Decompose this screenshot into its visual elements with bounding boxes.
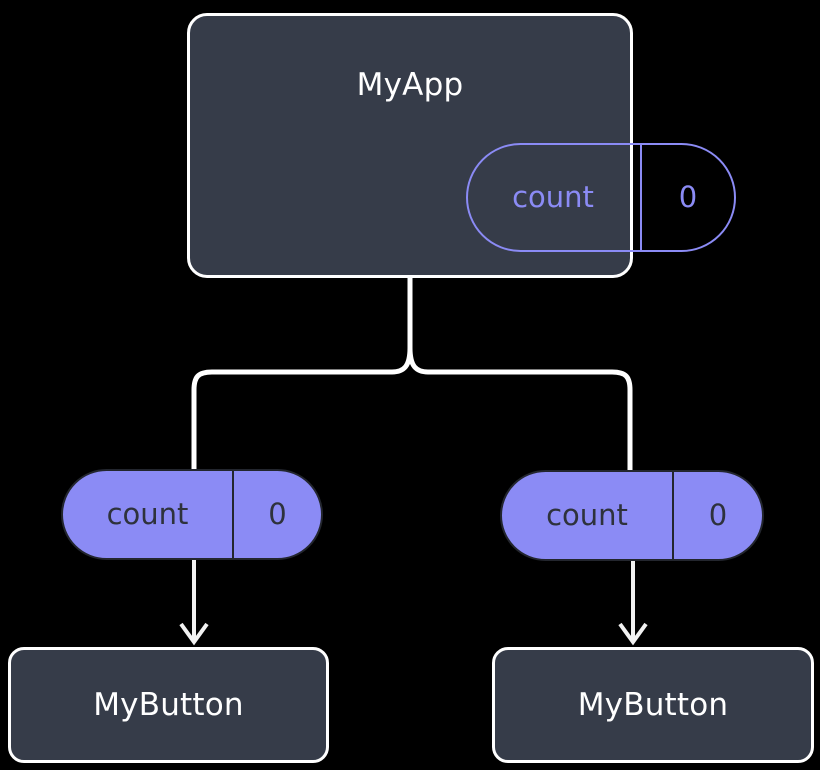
component-box-mybutton-right[interactable]: MyButton xyxy=(492,647,814,763)
state-pill-branch-left-value: 0 xyxy=(268,497,287,531)
connector-fork xyxy=(191,345,413,473)
component-title-myapp: MyApp xyxy=(356,67,464,103)
component-title-mybutton-left: MyButton xyxy=(93,686,244,723)
component-title-mybutton-right: MyButton xyxy=(577,686,729,723)
state-pill-branch-right-value: 0 xyxy=(708,498,728,532)
arrow-right-head xyxy=(618,622,648,646)
arrow-left-head xyxy=(179,622,209,646)
component-box-mybutton-left[interactable]: MyButton xyxy=(8,647,329,763)
state-pill-root-value: 0 xyxy=(678,180,698,214)
state-pill-root-key: count xyxy=(468,145,642,250)
component-box-myapp[interactable]: MyApp count 0 xyxy=(187,13,736,278)
state-pill-root[interactable]: count 0 xyxy=(466,143,736,252)
state-pill-branch-left-key: count xyxy=(63,471,234,558)
state-pill-branch-right-key: count xyxy=(502,472,674,559)
state-pill-branch-left[interactable]: count 0 xyxy=(61,469,323,560)
connector-fork-right xyxy=(407,345,633,473)
state-pill-branch-right[interactable]: count 0 xyxy=(500,470,764,561)
